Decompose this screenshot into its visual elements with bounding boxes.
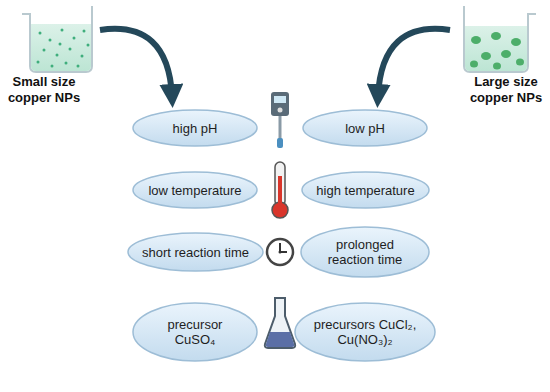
condition-text: precursor CuSO₄ <box>159 317 231 347</box>
condition-text: low pH <box>345 121 385 136</box>
condition-text: low temperature <box>148 183 241 198</box>
curved-arrow <box>378 29 450 96</box>
clock-icon <box>267 239 293 265</box>
flask-icon <box>265 298 295 348</box>
ph-meter-icon <box>271 92 289 148</box>
condition-oval: high pH <box>132 109 258 147</box>
beaker-small <box>22 6 92 72</box>
size-label: Large size copper NPs <box>464 74 548 106</box>
condition-text: short reaction time <box>142 245 249 260</box>
beaker-large <box>464 6 536 72</box>
condition-text: high temperature <box>316 183 414 198</box>
condition-oval: low pH <box>302 109 428 147</box>
size-label: Small size copper NPs <box>2 74 86 106</box>
condition-oval: precursors CuCl₂, Cu(NO₃)₂ <box>294 302 436 362</box>
condition-oval: precursor CuSO₄ <box>132 302 258 362</box>
thermometer-icon <box>272 162 288 218</box>
condition-text: prolonged reaction time <box>315 237 415 267</box>
condition-text: high pH <box>173 121 218 136</box>
condition-oval: short reaction time <box>127 232 264 272</box>
condition-oval: high temperature <box>301 171 430 209</box>
condition-oval: low temperature <box>132 171 258 209</box>
condition-oval: prolonged reaction time <box>300 226 430 278</box>
condition-text: precursors CuCl₂, Cu(NO₃)₂ <box>309 317 421 347</box>
curved-arrow <box>100 29 172 96</box>
